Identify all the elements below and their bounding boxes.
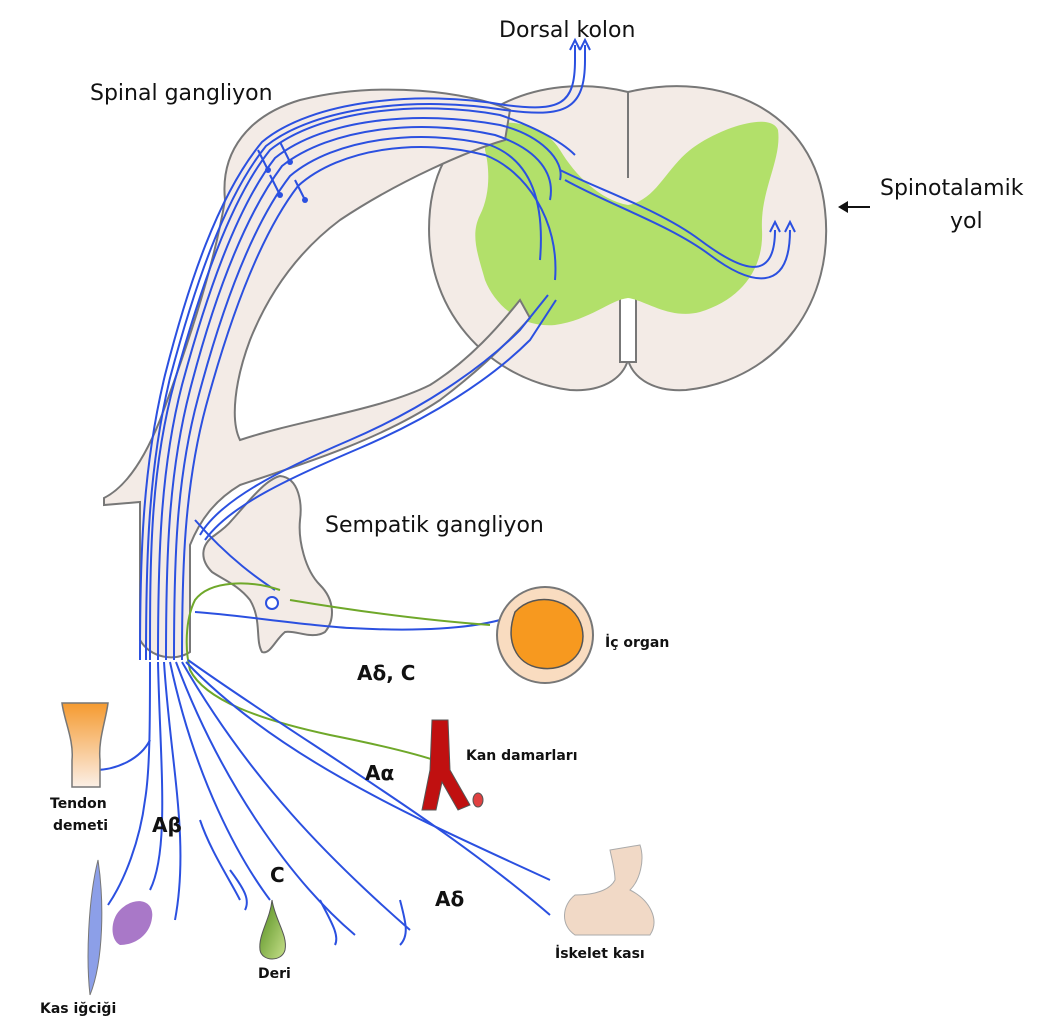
label-deri: Deri <box>258 966 291 982</box>
internal-organ <box>497 587 593 683</box>
tendon <box>62 703 108 787</box>
skeletal-muscle <box>564 845 653 935</box>
label-spinal-gangliyon: Spinal gangliyon <box>90 81 273 106</box>
label-iskelet-kasi: İskelet kası <box>555 945 645 962</box>
label-kas-igcigi: Kas iğciği <box>40 1001 116 1017</box>
label-tendon: Tendon <box>50 796 107 812</box>
label-sempatik-gangliyon: Sempatik gangliyon <box>325 513 544 538</box>
label-ic-organ: İç organ <box>605 634 669 651</box>
sympathetic-ganglion <box>203 476 332 652</box>
label-yol: yol <box>950 209 983 234</box>
label-kan-damarlari: Kan damarları <box>466 748 578 764</box>
label-ad-c: Aδ, C <box>357 661 415 685</box>
label-c: C <box>270 863 285 887</box>
blood-vessel <box>422 720 483 810</box>
label-demeti: demeti <box>53 818 108 834</box>
label-dorsal-kolon: Dorsal kolon <box>499 18 635 43</box>
label-spinotalamik: Spinotalamik <box>880 176 1024 201</box>
arrow-left-icon <box>838 201 870 213</box>
label-a-beta: Aβ <box>152 813 182 837</box>
skin <box>260 900 286 959</box>
label-a-delta: Aδ <box>435 887 464 911</box>
label-a-alpha: Aα <box>365 761 394 785</box>
muscle-spindle <box>88 860 152 995</box>
